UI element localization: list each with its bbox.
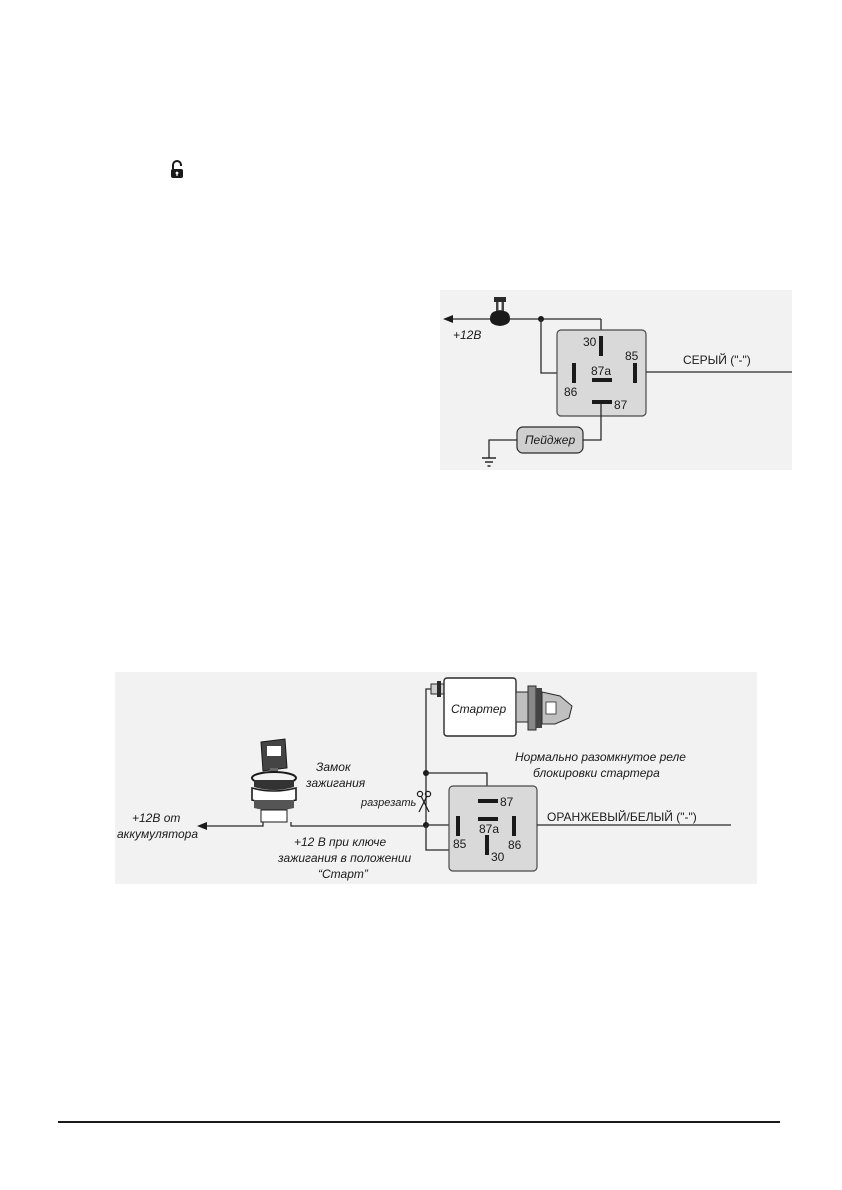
label-pin-87a: 87a <box>591 364 611 378</box>
scissors-icon <box>416 790 432 813</box>
label-pin-87: 87 <box>500 795 514 809</box>
label-pin-30: 30 <box>491 850 505 864</box>
relay-caption-line1: Нормально разомкнутое реле <box>515 750 686 764</box>
wire-color-label: ОРАНЖЕВЫЙ/БЕЛЫЙ ("-") <box>547 809 697 824</box>
starter-wire <box>425 688 431 825</box>
relay-pin-86 <box>572 363 576 383</box>
label-pin-87: 87 <box>614 398 628 412</box>
relay-pin-87a <box>592 378 612 382</box>
label-pin-30: 30 <box>583 335 597 349</box>
wire-to-pager <box>583 404 602 441</box>
supply-label: +12В <box>453 328 481 342</box>
start-label-line1: +12 В при ключе <box>294 835 386 849</box>
starter-block-diagram: Стартер Нормально разомкнутое реле блоки… <box>115 672 757 884</box>
label-pin-86: 86 <box>564 385 578 399</box>
relay-pin-87 <box>478 799 498 803</box>
label-pin-86: 86 <box>508 838 522 852</box>
arrow-left-icon <box>443 315 453 323</box>
ignition-lock-icon <box>251 738 297 823</box>
ground-icon <box>482 457 496 467</box>
label-pin-85: 85 <box>453 837 467 851</box>
relay-pin-30 <box>599 336 603 356</box>
start-label-line3: “Старт” <box>318 867 369 881</box>
starter-label: Стартер <box>451 702 507 716</box>
battery-wire <box>204 822 264 827</box>
ignition-label-line1: Замок <box>316 760 352 774</box>
relay-caption-line2: блокировки стартера <box>533 766 660 780</box>
pager-label: Пейджер <box>525 433 576 447</box>
relay-pin-87a <box>478 817 498 821</box>
wire-to-ground <box>488 439 517 458</box>
starter-motor-icon <box>430 677 573 737</box>
pager-relay-diagram: +12В 30 85 87a 86 87 СЕРЫЙ ("-") Пейджер <box>440 290 792 470</box>
footer-rule <box>58 1121 780 1123</box>
cut-label: разрезать <box>360 797 416 809</box>
padlock-open-icon <box>171 160 183 178</box>
start-label-line2: зажигания в положении <box>277 851 412 865</box>
start-wire <box>290 822 426 827</box>
relay-pin-85 <box>456 816 460 836</box>
label-pin-87a: 87a <box>479 822 499 836</box>
ignition-label-line2: зажигания <box>305 776 366 790</box>
relay-body <box>448 785 538 872</box>
fuse-icon <box>490 297 510 326</box>
wire-color-label: СЕРЫЙ ("-") <box>683 352 751 367</box>
relay-pin-86 <box>512 816 516 836</box>
relay-pin-85 <box>633 363 637 383</box>
diagram-background <box>115 672 757 884</box>
label-pin-85: 85 <box>625 349 639 363</box>
battery-label-line1: +12В от <box>132 811 180 825</box>
battery-label-line2: аккумулятора <box>117 827 198 841</box>
wire-to-86 <box>540 319 557 374</box>
relay-pin-30 <box>485 835 489 855</box>
relay-pin-87 <box>592 400 612 404</box>
arrow-left-icon <box>197 822 207 830</box>
